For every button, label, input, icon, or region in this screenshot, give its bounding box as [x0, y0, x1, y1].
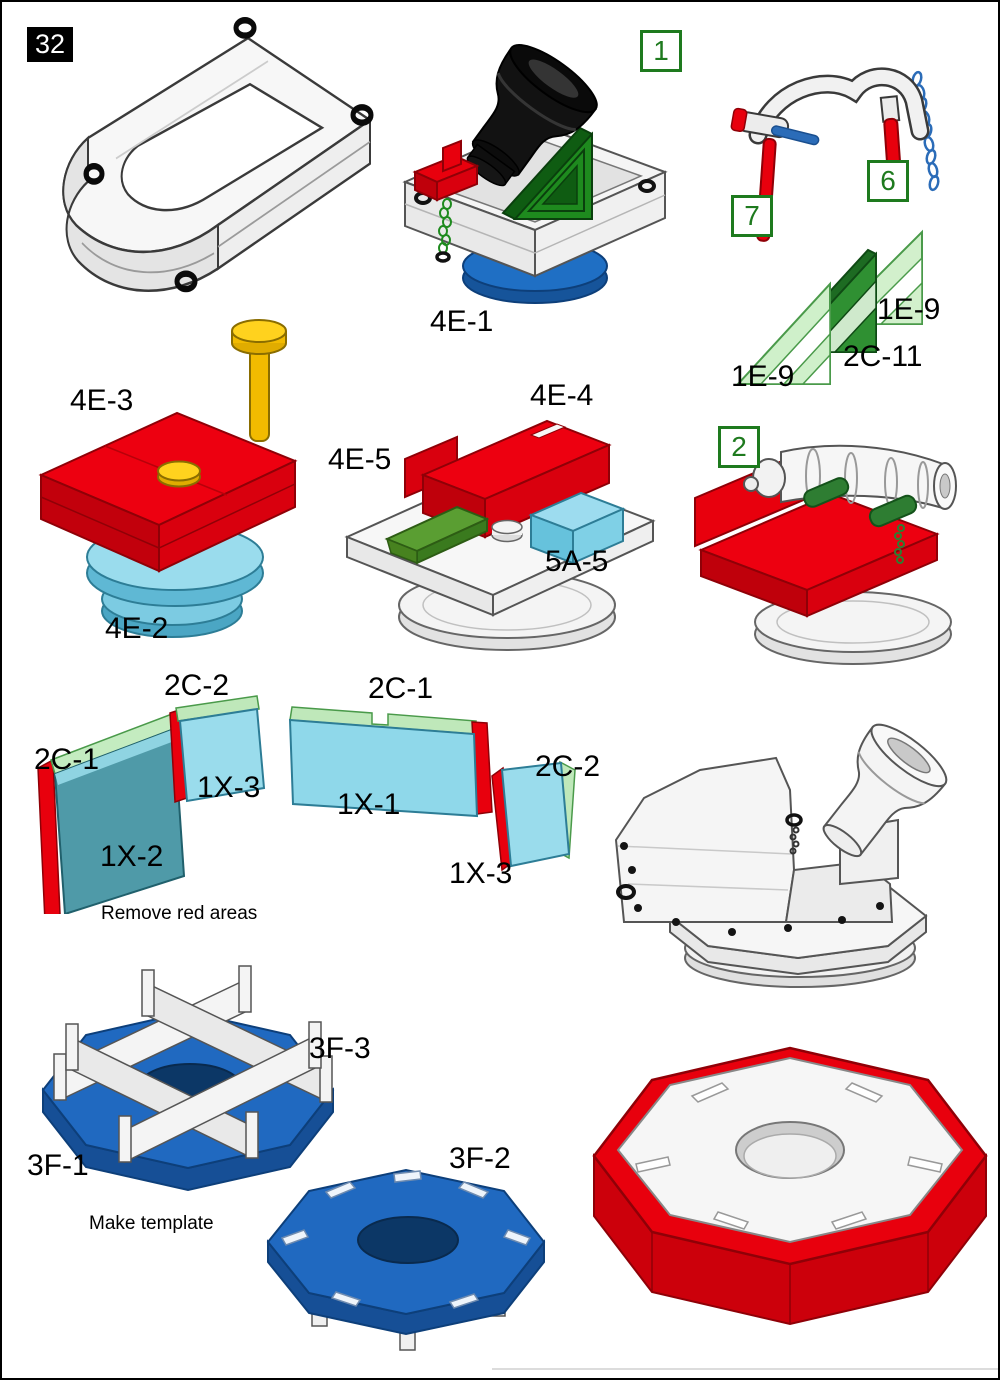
mortar-step1-illustration — [402, 44, 668, 304]
base-slots — [635, 1082, 943, 1230]
mortar-assembled-illustration — [614, 723, 948, 988]
chain-ring — [785, 813, 803, 827]
cyan-block — [528, 491, 626, 565]
red-base-illustration — [592, 1046, 988, 1326]
platform-parts-illustration — [344, 419, 656, 651]
bed-frame-illustration — [62, 17, 374, 293]
part-label-4e5: 4E-5 — [328, 443, 392, 476]
part-label-3f1: 3F-1 — [27, 1149, 89, 1182]
yellow-pivot-pin — [231, 319, 287, 442]
note-remove-red: Remove red areas — [101, 903, 258, 924]
part-label-4e4: 4E-4 — [530, 379, 594, 412]
cannon-step2-illustration — [694, 444, 957, 665]
red-base-plank — [698, 492, 940, 618]
template-plate-illustration — [266, 1168, 546, 1351]
callout-6: 6 — [867, 160, 909, 202]
bolts — [620, 842, 884, 936]
mortar-barrel-black — [466, 44, 598, 187]
page-bottom-line — [492, 1368, 998, 1370]
part-label-1e9-left: 1E-9 — [731, 360, 795, 393]
white-cylinder — [491, 519, 523, 543]
eyebolt-ring — [616, 884, 636, 900]
note-make-template: Make template — [89, 1213, 214, 1234]
right-socket — [879, 95, 901, 123]
red-pivot-plate — [38, 411, 298, 573]
step-number: 32 — [27, 27, 74, 62]
part-label-4e3: 4E-3 — [70, 384, 134, 417]
callout-2: 2 — [718, 426, 760, 468]
eyebolt-rings — [83, 17, 374, 293]
part-label-2c2-b: 2C-2 — [535, 750, 601, 783]
callout-1: 1 — [640, 30, 682, 72]
part-label-1x1: 1X-1 — [337, 788, 401, 821]
green-wedge — [384, 505, 490, 565]
panel-1x2 — [37, 713, 186, 914]
triangle-parts-illustration — [735, 229, 923, 385]
part-label-5a5: 5A-5 — [545, 545, 609, 578]
part-label-3f2: 3F-2 — [449, 1142, 511, 1175]
trunnion-caps — [803, 477, 918, 528]
slot-marks — [280, 1170, 532, 1309]
panel-1x1 — [288, 706, 493, 818]
part-label-1x3-b: 1X-3 — [449, 857, 513, 890]
part-label-2c2-a: 2C-2 — [164, 669, 230, 702]
panel-1x3-b — [491, 760, 576, 872]
blue-octagon-3f2 — [266, 1168, 546, 1336]
template-walls — [53, 965, 333, 1164]
small-chain — [789, 826, 800, 855]
elevation-wedge — [501, 126, 593, 220]
triangle-1e9-front — [735, 281, 831, 385]
pivot-plate-illustration — [38, 319, 298, 638]
panel-1x3-a — [169, 695, 266, 804]
red-octagon-base — [592, 1046, 988, 1326]
part-label-2c11: 2C-11 — [843, 340, 923, 373]
callout-7: 7 — [731, 195, 773, 237]
template-grid-illustration — [41, 965, 335, 1192]
part-label-2c1-b: 2C-1 — [368, 672, 434, 705]
part-label-1x2: 1X-2 — [100, 840, 164, 873]
panel-parts-illustration — [37, 695, 576, 914]
part-label-1e9-right: 1E-9 — [877, 293, 941, 326]
blue-pin — [770, 125, 820, 146]
cap-chain — [894, 524, 905, 564]
red-cap-bracket — [412, 139, 480, 202]
part-label-1x3-a: 1X-3 — [197, 771, 261, 804]
part-label-2c1-a: 2C-1 — [34, 743, 100, 776]
carriage — [614, 756, 899, 923]
mortar-barrel-white — [822, 723, 948, 858]
part-label-3f3: 3F-3 — [309, 1032, 371, 1065]
part-label-4e1: 4E-1 — [430, 305, 494, 338]
part-label-4e2: 4E-2 — [105, 612, 169, 645]
